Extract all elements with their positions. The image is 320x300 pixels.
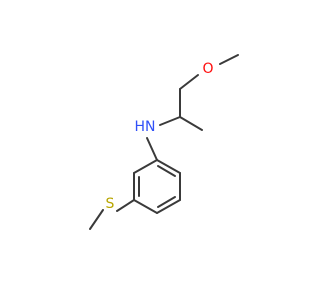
bond-ch-methyl xyxy=(179,116,203,131)
molecule-canvas: O HN S xyxy=(89,54,239,230)
bond-ch-nitrogen xyxy=(159,116,181,126)
nitrogen-atom-label: HN xyxy=(135,119,156,135)
ring-double-bond-2 xyxy=(157,196,176,208)
bond-nitrogen-ring xyxy=(146,137,158,161)
ring-bond-1 xyxy=(156,159,181,174)
ring-bond-4 xyxy=(133,199,158,214)
sulfur-atom-label: S xyxy=(106,196,115,212)
ring-bond-3 xyxy=(156,199,181,214)
bond-sulfur-methyl xyxy=(89,209,104,230)
bond-ring-sulfur xyxy=(116,199,135,212)
oxygen-atom-label: O xyxy=(202,61,213,77)
molecule-structure: O HN S xyxy=(89,54,239,230)
ring-double-bond-1 xyxy=(157,165,176,177)
ring-bond-6 xyxy=(133,159,158,174)
bond-methyl-oxygen xyxy=(219,54,239,65)
bond-oxygen-ch2 xyxy=(179,74,199,90)
